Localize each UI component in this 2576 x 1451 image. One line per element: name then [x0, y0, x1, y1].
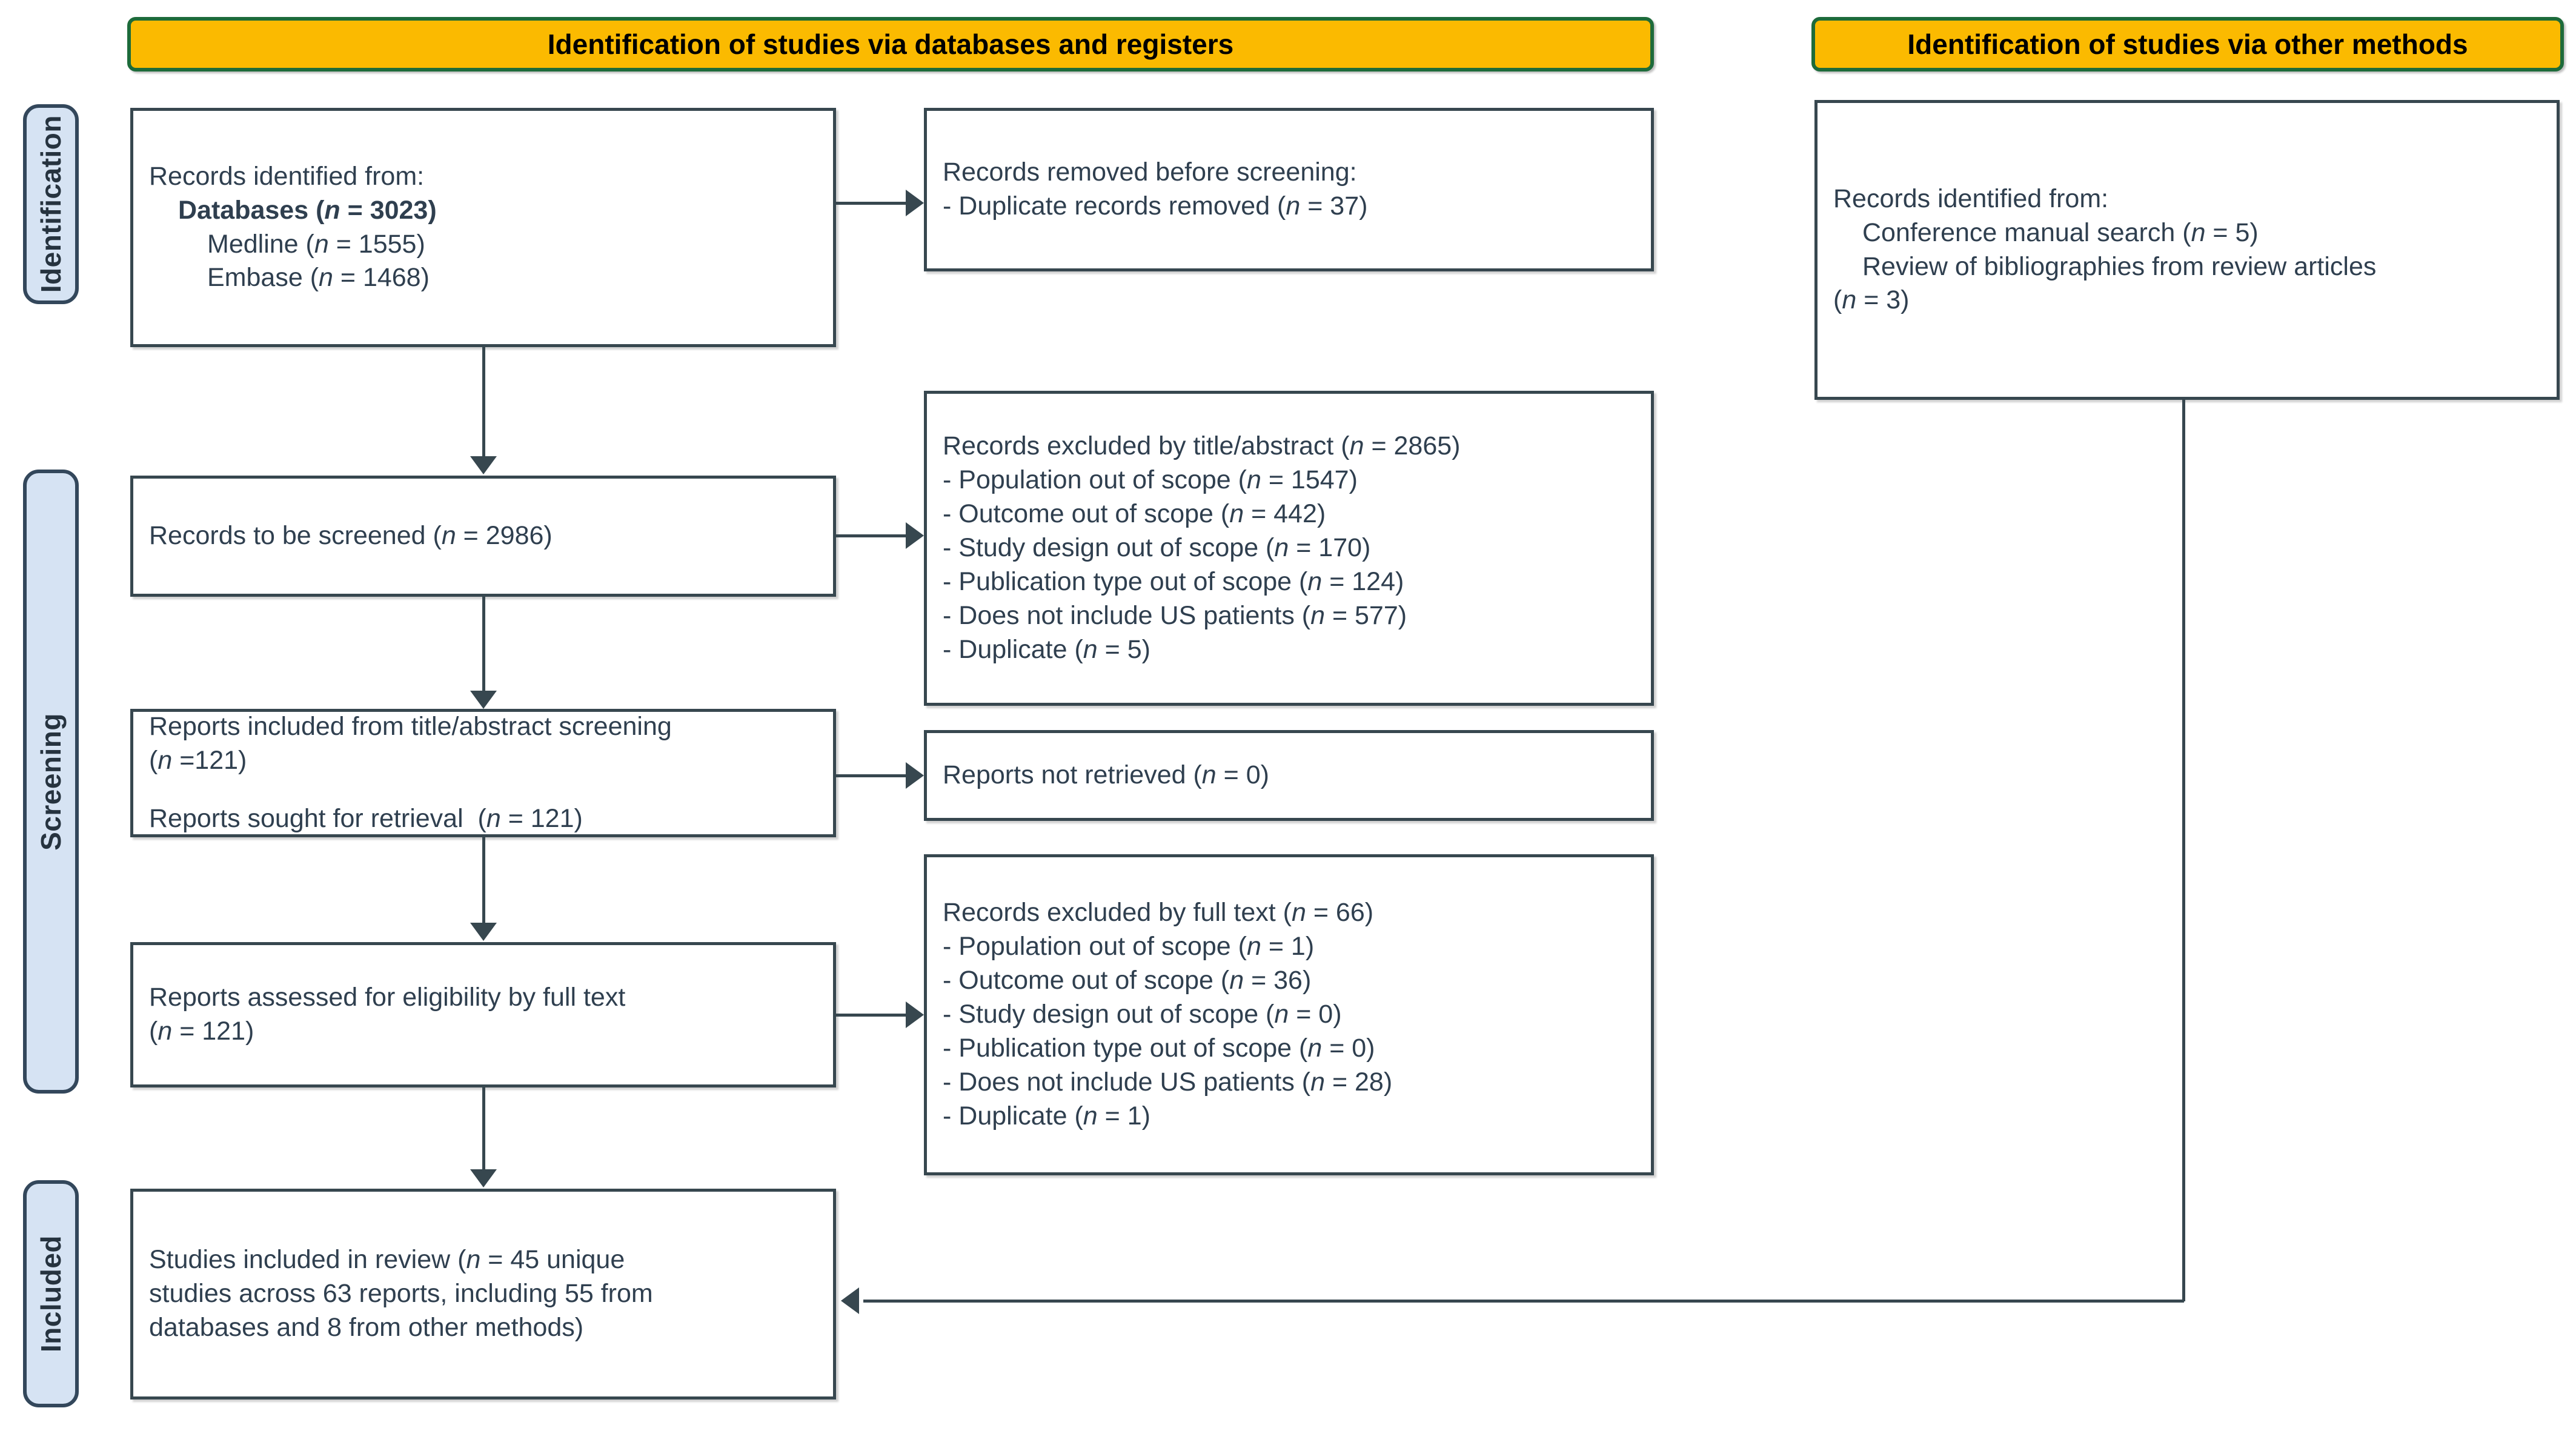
box-records-excluded-full-text-line-6: - Duplicate (n = 1) — [943, 1101, 1150, 1131]
box-records-excluded-title-abstract-line-0: Records excluded by title/abstract (n = … — [943, 431, 1461, 461]
box-records-excluded-title-abstract-line-1: - Population out of scope (n = 1547) — [943, 465, 1358, 495]
box-studies-included-line-1: studies across 63 reports, including 55 … — [149, 1279, 653, 1309]
arrowhead-assessed-to-studies-included — [470, 1169, 497, 1187]
section-header-other-methods: Identification of studies via other meth… — [1811, 17, 2564, 71]
connector-identified-to-removed — [836, 202, 909, 205]
box-reports-not-retrieved-line-0: Reports not retrieved (n = 0) — [943, 760, 1269, 790]
phase-tab-identification-label: Identification — [35, 115, 67, 293]
connector-reports-to-not-retrieved — [836, 774, 909, 777]
connector-assessed-to-excluded-ft — [836, 1014, 909, 1017]
box-records-excluded-full-text-line-1: - Population out of scope (n = 1) — [943, 932, 1315, 961]
box-records-excluded-title-abstract-line-4: - Publication type out of scope (n = 124… — [943, 566, 1404, 596]
connector-assessed-to-studies-included — [482, 1087, 485, 1170]
section-header-databases: Identification of studies via databases … — [127, 17, 1654, 71]
box-reports-included-sought-line-2: Reports sought for retrieval (n = 121) — [149, 803, 583, 833]
arrowhead-screened-to-excluded-ta — [906, 522, 924, 549]
arrowhead-reports-to-not-retrieved — [906, 762, 924, 789]
arrowhead-identified-to-removed — [906, 190, 924, 216]
box-records-excluded-full-text-line-4: - Publication type out of scope (n = 0) — [943, 1033, 1375, 1063]
arrowhead-other-methods-to-studies-included — [841, 1287, 859, 1314]
box-records-removed-line-0: Records removed before screening: — [943, 158, 1357, 187]
box-records-excluded-full-text-line-0: Records excluded by full text (n = 66) — [943, 898, 1374, 928]
phase-tab-included: Included — [23, 1180, 79, 1407]
connector-reports-to-assessed — [482, 837, 485, 924]
connector-other-methods-horizontal — [863, 1300, 2184, 1303]
box-reports-included-sought-line-1: (n =121) — [149, 746, 247, 775]
box-records-identified-line-1: Databases (n = 3023) — [178, 195, 437, 225]
arrowhead-screened-to-reports-included — [470, 691, 497, 709]
box-records-excluded-full-text-line-3: - Study design out of scope (n = 0) — [943, 1000, 1342, 1029]
section-header-databases-label: Identification of studies via databases … — [547, 28, 1234, 60]
phase-tab-identification: Identification — [23, 104, 79, 304]
box-studies-included: Studies included in review (n = 45 uniqu… — [130, 1189, 836, 1400]
box-records-removed: Records removed before screening: - Dupl… — [924, 108, 1654, 271]
box-records-excluded-title-abstract: Records excluded by title/abstract (n = … — [924, 391, 1654, 706]
phase-tab-screening-label: Screening — [35, 712, 67, 851]
arrowhead-assessed-to-excluded-ft — [906, 1001, 924, 1028]
box-reports-included-sought: Reports included from title/abstract scr… — [130, 709, 836, 837]
box-reports-assessed-line-0: Reports assessed for eligibility by full… — [149, 983, 626, 1012]
arrowhead-identified-to-screened — [470, 456, 497, 474]
phase-tab-screening: Screening — [23, 470, 79, 1094]
box-records-excluded-title-abstract-line-5: - Does not include US patients (n = 577) — [943, 600, 1407, 630]
section-header-other-methods-label: Identification of studies via other meth… — [1907, 28, 2468, 60]
box-reports-assessed-line-1: (n = 121) — [149, 1017, 254, 1046]
box-records-identified-other-line-2: Review of bibliographies from review art… — [1862, 251, 2377, 281]
box-records-removed-line-1: - Duplicate records removed (n = 37) — [943, 191, 1368, 221]
box-records-identified-other-line-3: (n = 3) — [1833, 285, 1910, 315]
connector-identified-to-screened — [482, 347, 485, 457]
box-records-excluded-title-abstract-line-6: - Duplicate (n = 5) — [943, 634, 1150, 664]
box-studies-included-line-2: databases and 8 from other methods) — [149, 1312, 584, 1342]
box-records-identified-other: Records identified from: Conference manu… — [1814, 100, 2560, 400]
box-records-screened: Records to be screened (n = 2986) — [130, 476, 836, 597]
box-records-excluded-title-abstract-line-2: - Outcome out of scope (n = 442) — [943, 499, 1326, 529]
box-records-identified-line-3: Embase (n = 1468) — [207, 263, 430, 293]
box-records-excluded-full-text-line-2: - Outcome out of scope (n = 36) — [943, 966, 1312, 995]
box-records-excluded-full-text-line-5: - Does not include US patients (n = 28) — [943, 1067, 1393, 1097]
box-records-screened-line-0: Records to be screened (n = 2986) — [149, 521, 553, 551]
connector-other-methods-vertical — [2182, 400, 2185, 1301]
connector-screened-to-reports-included — [482, 597, 485, 692]
box-records-identified-line-2: Medline (n = 1555) — [207, 229, 425, 259]
box-reports-included-sought-line-0: Reports included from title/abstract scr… — [149, 712, 672, 742]
box-reports-not-retrieved: Reports not retrieved (n = 0) — [924, 730, 1654, 821]
connector-screened-to-excluded-ta — [836, 534, 909, 537]
arrowhead-reports-to-assessed — [470, 923, 497, 941]
phase-tab-included-label: Included — [35, 1235, 67, 1353]
box-records-excluded-full-text: Records excluded by full text (n = 66) -… — [924, 854, 1654, 1175]
box-records-identified: Records identified from: Databases (n = … — [130, 108, 836, 347]
box-records-identified-line-0: Records identified from: — [149, 161, 425, 191]
box-studies-included-line-0: Studies included in review (n = 45 uniqu… — [149, 1245, 625, 1275]
box-records-identified-other-line-0: Records identified from: — [1833, 184, 2109, 213]
box-records-identified-other-line-1: Conference manual search (n = 5) — [1862, 217, 2259, 247]
box-reports-assessed: Reports assessed for eligibility by full… — [130, 942, 836, 1087]
box-records-excluded-title-abstract-line-3: - Study design out of scope (n = 170) — [943, 533, 1371, 563]
